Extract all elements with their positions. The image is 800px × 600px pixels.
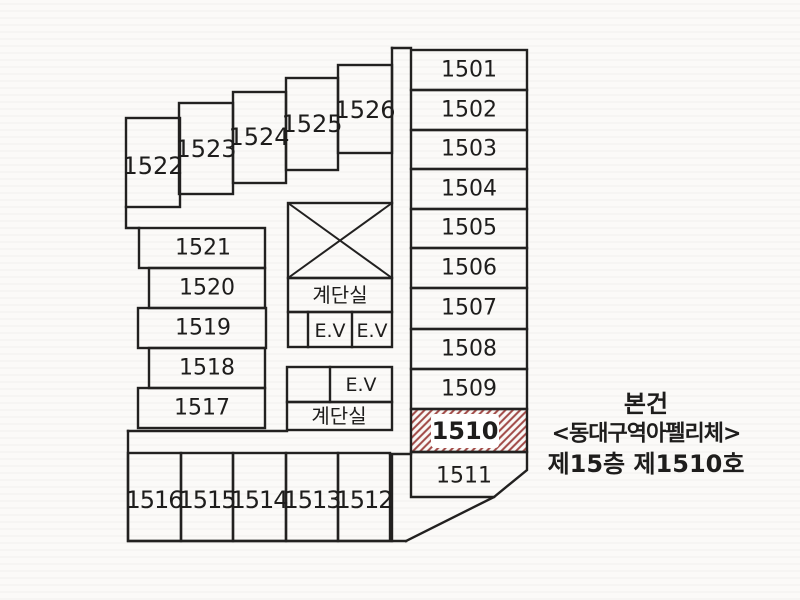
unit-1502-label: 1502 (441, 98, 497, 123)
unit-1516-label: 1516 (125, 486, 182, 514)
left-step-wall (124, 205, 141, 230)
unit-1512-box (336, 451, 392, 543)
unit-1512-label: 1512 (335, 486, 392, 514)
elevator-upper-left-label: E.V (314, 320, 345, 342)
unit-1518-label: 1518 (179, 356, 235, 381)
annotation-line3: 제15층 제1510호 (548, 450, 745, 478)
core-lower: E.V 계단실 (285, 365, 394, 432)
unit-1503-label: 1503 (441, 137, 497, 162)
elevator-lower-label: E.V (345, 374, 376, 396)
right-column: 1501 1502 1503 1504 1505 1506 1507 1508 … (409, 48, 529, 499)
stairwell-x-icon (287, 202, 393, 279)
stairwell-lower-box (285, 400, 394, 432)
unit-1522-label: 1522 (122, 152, 183, 180)
unit-1509-label: 1509 (441, 377, 497, 402)
core-upper: 계단실 E.V E.V (286, 201, 394, 349)
left-column: 1521 1520 1519 1518 1517 (136, 226, 268, 430)
elevator-upper-row-box (286, 310, 394, 349)
bottom-row: 1516 1515 1514 1513 1512 (125, 451, 394, 543)
unit-1510-label: 1510 (432, 417, 499, 445)
unit-1510-label-backing (431, 414, 499, 448)
unit-1526-box (336, 63, 394, 155)
unit-1505-label: 1505 (441, 216, 497, 241)
annotation: 본건 <동대구역아펠리체> 제15층 제1510호 (548, 390, 745, 478)
unit-1513-label: 1513 (283, 486, 340, 514)
unit-1524-label: 1524 (228, 123, 289, 151)
unit-1523-label: 1523 (175, 135, 236, 163)
unit-1520-label: 1520 (179, 276, 235, 301)
bottom-right-wall (388, 452, 413, 543)
unit-1526-label: 1526 (334, 96, 395, 124)
unit-1517-box (136, 386, 267, 430)
annotation-line1: 본건 (624, 390, 668, 418)
unit-1521-label: 1521 (175, 236, 231, 261)
unit-1515-label: 1515 (178, 486, 235, 514)
unit-1501-label: 1501 (441, 58, 497, 83)
unit-1511-box (409, 450, 529, 499)
unit-1508-label: 1508 (441, 337, 497, 362)
unit-1517-label: 1517 (174, 396, 230, 421)
stairwell-upper-label: 계단실 (312, 283, 367, 307)
unit-1519-label: 1519 (175, 316, 231, 341)
unit-1514-label: 1514 (230, 486, 287, 514)
elevator-upper-dividers (306, 310, 354, 349)
unit-1511-label: 1511 (436, 464, 492, 489)
elevator-upper-right-label: E.V (356, 320, 387, 342)
unit-1506-label: 1506 (441, 256, 497, 281)
unit-1504-label: 1504 (441, 177, 497, 202)
unit-1507-label: 1507 (441, 296, 497, 321)
annotation-line2: <동대구역아펠리체> (552, 422, 741, 447)
unit-1525-label: 1525 (281, 110, 342, 138)
stairwell-lower-label: 계단실 (311, 404, 366, 428)
corner-cut-diagonal (404, 495, 496, 543)
top-row: 1522 1523 1524 1525 1526 (122, 63, 396, 209)
